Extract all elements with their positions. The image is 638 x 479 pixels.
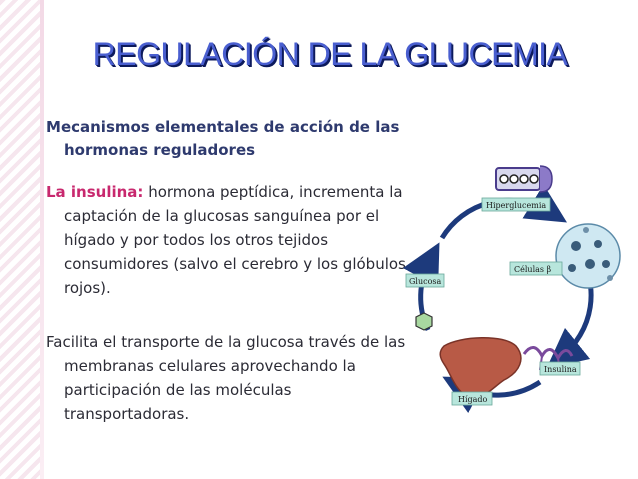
liver-box bbox=[451, 391, 493, 406]
glucose-box bbox=[405, 273, 445, 288]
glucose-hexagon-icon bbox=[415, 312, 433, 331]
beta-cells-box bbox=[509, 261, 563, 276]
glucose-molecule-icon bbox=[495, 165, 553, 193]
insulin-text: hormona peptídica, incrementa la captaci… bbox=[64, 183, 406, 297]
insulin-box bbox=[539, 361, 581, 376]
transport-paragraph: Facilita el transporte de la glucosa tra… bbox=[46, 333, 406, 423]
insulin-paragraph: La insulina: hormona peptídica, incremen… bbox=[46, 180, 419, 300]
insulin-label: Insulina bbox=[544, 365, 577, 374]
liver-label: Hígado bbox=[458, 395, 488, 404]
beta-cells-label: Células β bbox=[514, 265, 552, 274]
diagram-svg: Hiperglucemia Células β Glucosa Insulina… bbox=[402, 165, 621, 414]
liver-icon bbox=[439, 337, 522, 399]
hyperglycemia-label: Hiperglucemia bbox=[486, 201, 546, 210]
glucose-regulation-diagram: Hiperglucemia Células β Glucosa Insulina… bbox=[400, 160, 630, 460]
mechanisms-paragraph: Mecanismos elementales de acción de las … bbox=[46, 116, 419, 162]
side-decoration bbox=[0, 0, 44, 479]
mechanisms-first-letter: M bbox=[46, 118, 61, 136]
insulin-label: La insulina: bbox=[46, 183, 144, 201]
slide-title: REGULACIÓN DE LA GLUCEMIA bbox=[92, 36, 568, 72]
glucose-label: Glucosa bbox=[409, 277, 442, 286]
mechanisms-text: ecanismos elementales de acción de las h… bbox=[60, 118, 400, 159]
beta-cells-icon bbox=[555, 223, 621, 289]
hyperglycemia-box bbox=[481, 197, 551, 212]
